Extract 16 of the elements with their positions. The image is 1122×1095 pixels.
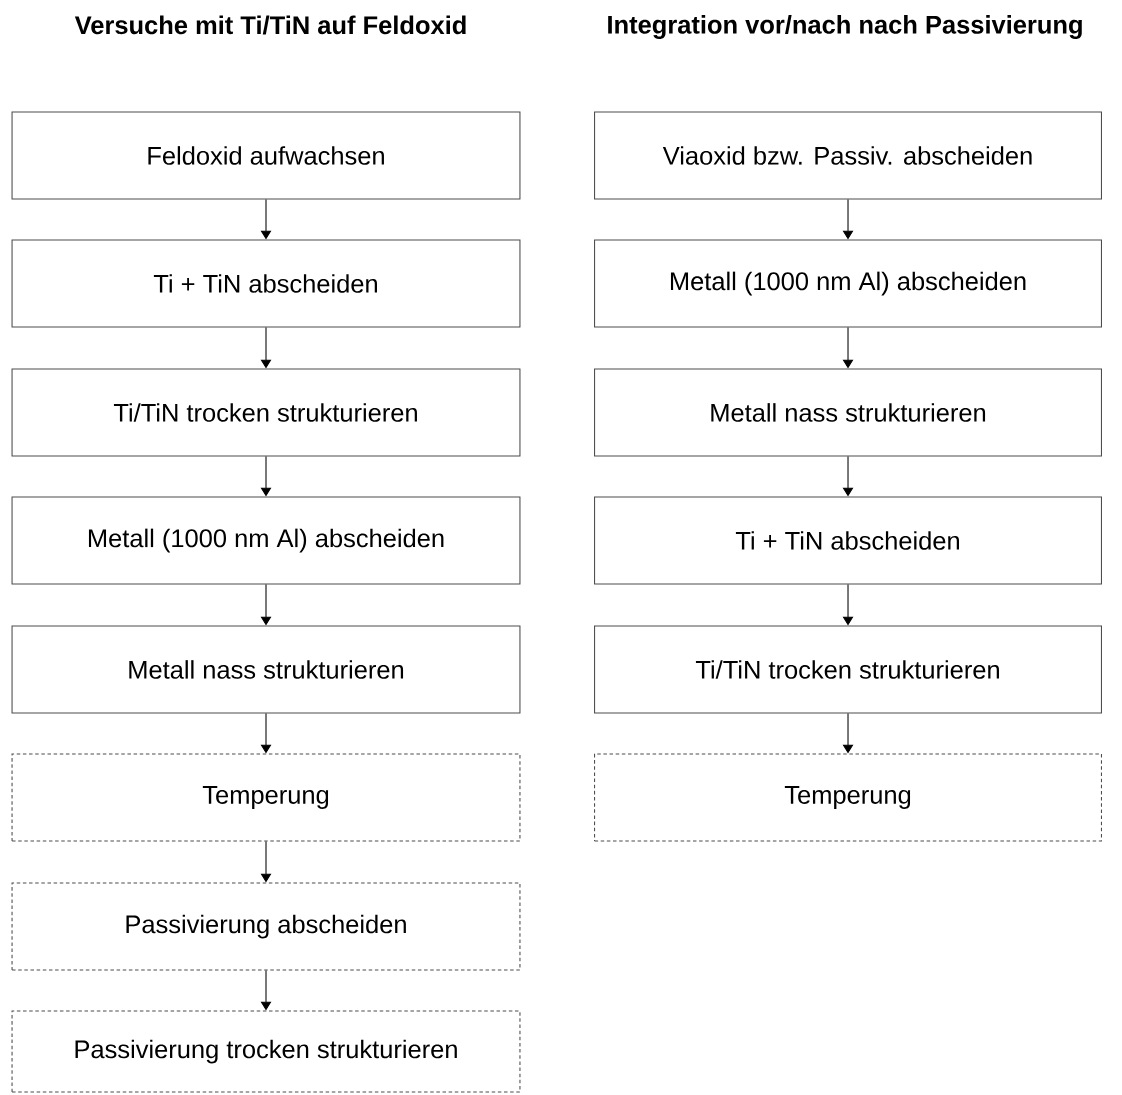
process-box: Metall (1000 nm Al) abscheiden <box>11 496 521 585</box>
process-box: Metall (1000 nm Al) abscheiden <box>594 239 1102 328</box>
process-box: Passivierung trocken strukturieren <box>11 1010 521 1093</box>
process-box: Viaoxid bzw. Passiv. abscheiden <box>594 111 1102 200</box>
process-box: Feldoxid aufwachsen <box>11 111 521 200</box>
process-box: Ti/TiN trocken strukturieren <box>11 368 521 457</box>
heading: Integration vor/nach nach Passivierung <box>608 15 1082 39</box>
process-box: Temperung <box>594 753 1102 842</box>
process-box: Ti/TiN trocken strukturieren <box>594 625 1102 714</box>
process-box: Ti + TiN abscheiden <box>11 239 521 328</box>
process-box: Metall nass strukturieren <box>11 625 521 714</box>
process-box: Passivierung abscheiden <box>11 882 521 971</box>
process-box: Temperung <box>11 753 521 842</box>
heading: Versuche mit Ti/TiN auf Feldoxid <box>74 15 466 35</box>
process-box: Ti + TiN abscheiden <box>594 496 1102 585</box>
process-box: Metall nass strukturieren <box>594 368 1102 457</box>
